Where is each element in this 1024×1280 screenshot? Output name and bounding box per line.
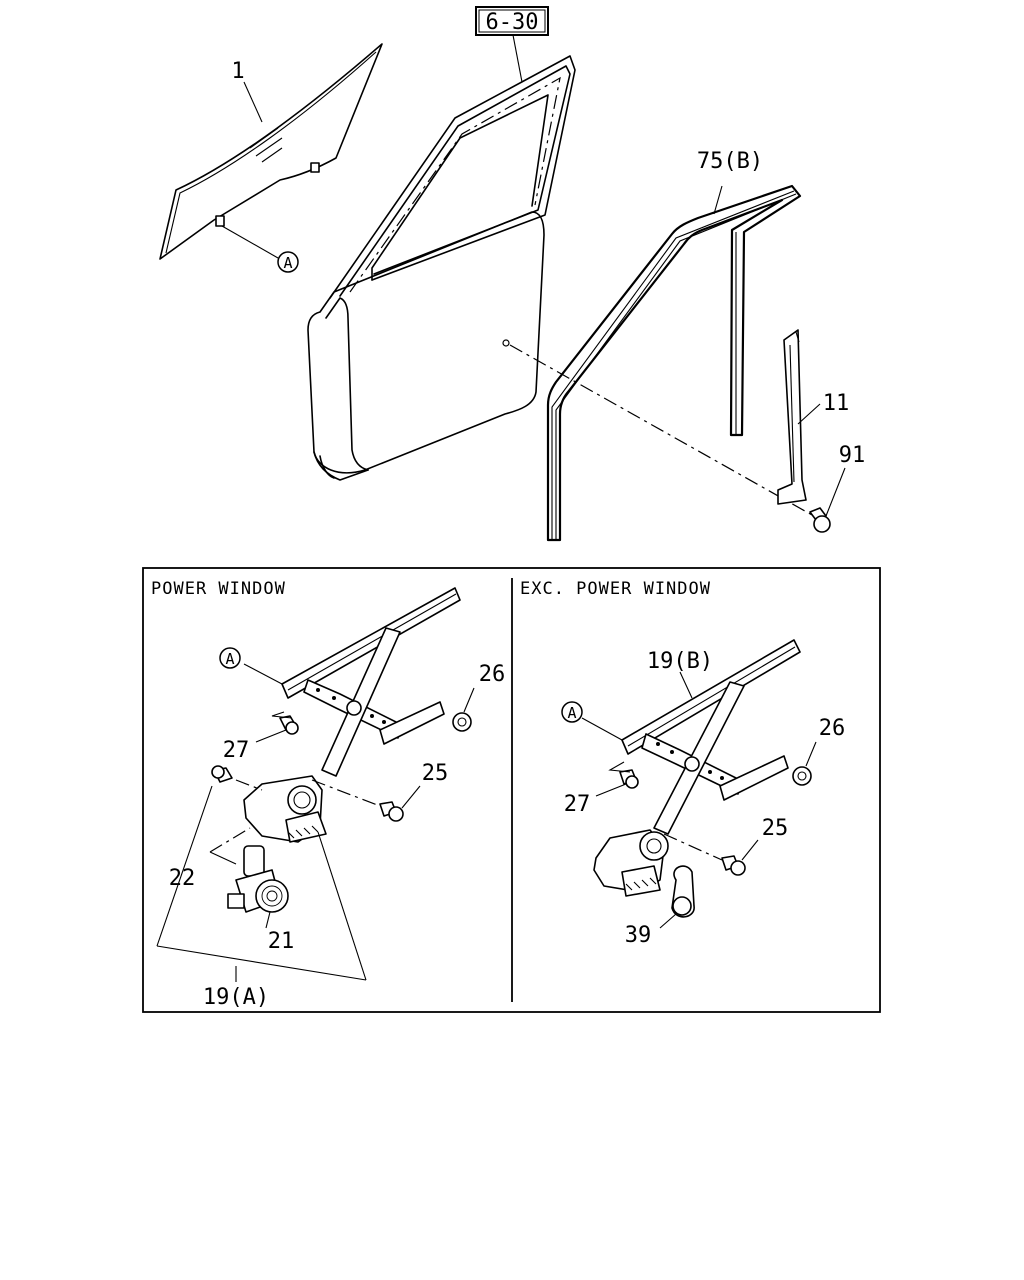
- bolt-25-manual: [721, 855, 746, 876]
- svg-text:A: A: [567, 704, 576, 722]
- reference-box-label: 6-30: [486, 10, 539, 35]
- manual-window-panel: EXC. POWER WINDOW: [520, 579, 845, 948]
- glass-run-channel: [546, 184, 802, 542]
- svg-text:A: A: [225, 650, 234, 668]
- regulator-arms-power: [281, 587, 461, 777]
- bolt-27-power: [279, 715, 299, 735]
- window-motor: [227, 845, 289, 913]
- bolt-91-callout: 91: [839, 443, 866, 468]
- front-door-shell: [307, 55, 576, 481]
- label-25-manual: 25: [762, 816, 789, 841]
- reference-box[interactable]: 6-30: [475, 6, 549, 36]
- power-window-title: POWER WINDOW: [151, 579, 286, 599]
- label-27-manual: 27: [564, 792, 591, 817]
- svg-text:A: A: [283, 254, 292, 272]
- nut-26-power: [452, 712, 472, 732]
- glass-callout: 1: [231, 59, 244, 84]
- label-21-power: 21: [268, 929, 295, 954]
- bolt-91: [809, 507, 831, 533]
- window-crank-handle: [671, 865, 695, 918]
- regulator-variants-frame: [142, 567, 881, 1013]
- label-26-manual: 26: [819, 716, 846, 741]
- bolt-27-manual: [619, 769, 639, 789]
- label-22-power: 22: [169, 866, 196, 891]
- manual-window-title: EXC. POWER WINDOW: [520, 579, 711, 599]
- ref-a-callout-top: A: [277, 251, 299, 273]
- ref-a-callout-power: A: [219, 647, 241, 669]
- top-assembly: 6-30 1 A: [159, 6, 866, 542]
- nut-26-manual: [792, 766, 812, 786]
- label-25-power: 25: [422, 761, 449, 786]
- label-27-power: 27: [223, 738, 250, 763]
- label-19a-power: 19(A): [203, 985, 269, 1010]
- label-39-manual: 39: [625, 923, 652, 948]
- run-11-callout: 11: [823, 391, 850, 416]
- label-19b-manual: 19(B): [647, 649, 713, 674]
- bolt-25-power: [379, 801, 404, 822]
- channel-75b-callout: 75(B): [697, 149, 763, 174]
- bolt-22-power: [211, 765, 233, 783]
- regulator-arms-manual: [621, 639, 801, 835]
- drive-unit-manual: [593, 829, 669, 897]
- ref-a-callout-manual: A: [561, 701, 583, 723]
- door-glass: [159, 43, 383, 260]
- label-26-power: 26: [479, 662, 506, 687]
- rear-run-channel: [777, 329, 807, 505]
- power-window-panel: POWER WINDOW: [151, 579, 505, 1010]
- drive-unit-power: [243, 775, 327, 843]
